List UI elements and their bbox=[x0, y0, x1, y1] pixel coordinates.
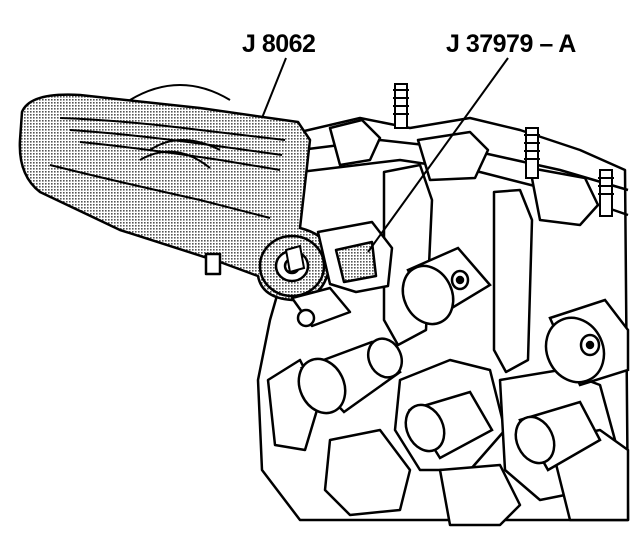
leader-line-b bbox=[367, 57, 509, 253]
valve-spring-cylinders bbox=[297, 246, 630, 472]
compressor-adapter bbox=[290, 220, 394, 328]
callout-label-j37979a: J 37979 – A bbox=[446, 30, 576, 58]
callout-label-j8062: J 8062 bbox=[242, 30, 316, 58]
leader-lines bbox=[261, 57, 509, 253]
fastener bbox=[284, 244, 306, 274]
compressor-tool-arm bbox=[18, 84, 332, 302]
leader-line-a bbox=[261, 57, 287, 119]
